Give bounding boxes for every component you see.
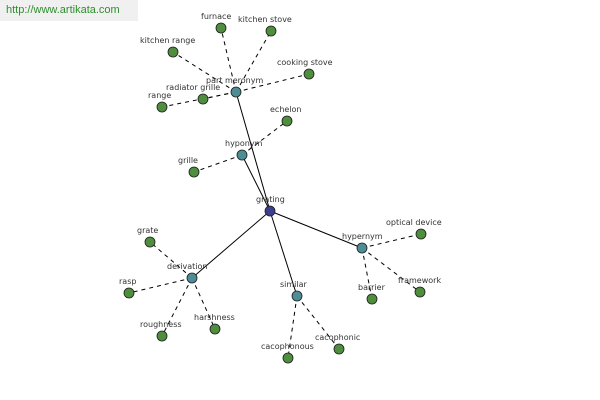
node-label-framework: framework [398,276,441,285]
site-url[interactable]: http://www.artikata.com [0,0,138,21]
leaf-node-radiator-grille[interactable] [197,93,209,105]
edge-hypernym-barrier [361,247,373,300]
edge-similar-cacophonic [296,295,340,350]
node-label-radiator-grille: radiator grille [166,83,220,92]
center-node-grating[interactable] [264,205,276,217]
leaf-node-kitchen-stove[interactable] [265,25,277,37]
edge-part-meronym-furnace [220,27,237,93]
edge-part-meronym-kitchen-stove [235,30,272,93]
node-label-furnace: furnace [201,12,231,21]
node-label-hyponym: hyponym [225,139,263,148]
leaf-node-roughness[interactable] [156,330,168,342]
edge-grating-hypernym [269,210,363,249]
node-label-echelon: echelon [270,105,302,114]
leaf-node-cacophonic[interactable] [333,343,345,355]
leaf-node-echelon[interactable] [281,115,293,127]
leaf-node-rasp[interactable] [123,287,135,299]
node-label-kitchen-range: kitchen range [140,36,195,45]
relation-node-hypernym[interactable] [356,242,368,254]
node-label-grating: grating [256,195,285,204]
edge-hyponym-grille [193,154,243,173]
graph-edges [128,27,422,359]
node-label-hypernym: hypernym [342,232,383,241]
graph-labels: grating part meronym hyponym derivation simi… [119,12,442,351]
leaf-node-harshness[interactable] [209,323,221,335]
leaf-node-kitchen-range[interactable] [167,46,179,58]
leaf-node-range[interactable] [156,101,168,113]
edge-derivation-roughness [161,277,193,337]
edge-grating-part-meronym [235,91,271,212]
node-label-derivation: derivation [167,262,207,271]
leaf-node-cooking-stove[interactable] [303,68,315,80]
node-label-kitchen-stove: kitchen stove [238,15,292,24]
node-label-cacophonous: cacophonous [261,342,314,351]
edge-grating-similar [269,210,298,297]
node-label-cooking-stove: cooking stove [277,58,333,67]
leaf-node-grille[interactable] [188,166,200,178]
edge-hypernym-optical-device [361,233,422,249]
node-label-grate: grate [137,226,158,235]
leaf-node-barrier[interactable] [366,293,378,305]
relation-node-hyponym[interactable] [236,149,248,161]
edge-derivation-harshness [191,277,216,330]
node-label-part-meronym: part meronym [206,76,263,85]
node-label-optical-device: optical device [386,218,442,227]
edge-similar-cacophonous [287,295,298,359]
leaf-node-grate[interactable] [144,236,156,248]
relation-node-part-meronym[interactable] [230,86,242,98]
edge-grating-derivation [191,210,271,279]
relation-node-similar[interactable] [291,290,303,302]
leaf-node-cacophonous[interactable] [282,352,294,364]
node-label-cacophonic: cacophonic [315,333,360,342]
leaf-node-furnace[interactable] [215,22,227,34]
edge-derivation-grate [149,241,193,279]
node-label-barrier: barrier [358,283,386,292]
edge-hyponym-echelon [241,120,288,156]
node-label-roughness: roughness [140,320,182,329]
leaf-node-optical-device[interactable] [415,228,427,240]
leaf-node-framework[interactable] [414,286,426,298]
node-label-grille: grille [178,156,198,165]
relation-node-derivation[interactable] [186,272,198,284]
node-label-rasp: rasp [119,277,136,286]
edge-grating-hyponym [241,154,271,212]
node-label-harshness: harshness [194,313,235,322]
edge-derivation-rasp [128,277,193,294]
graph-nodes [123,22,427,364]
node-label-range: range [148,91,171,100]
node-label-similar: similar [280,280,308,289]
